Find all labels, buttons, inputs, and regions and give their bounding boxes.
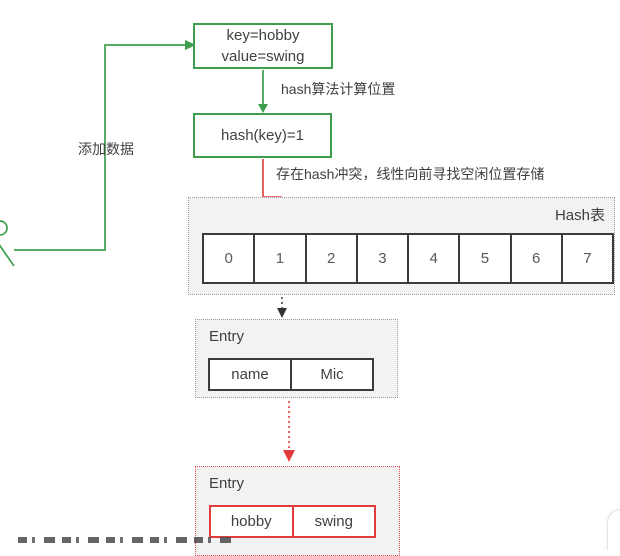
entry2-value: swing bbox=[314, 513, 353, 530]
conflict-label: 存在hash冲突，线性向前寻找空闲位置存储 bbox=[276, 166, 545, 182]
hash-algo-label: hash算法计算位置 bbox=[281, 81, 396, 97]
entry1-value: Mic bbox=[320, 366, 344, 383]
entry2-key: hobby bbox=[211, 507, 294, 536]
value-line: value=swing bbox=[221, 48, 305, 65]
key-line: key=hobby bbox=[226, 27, 300, 44]
hash-cell-1: 1 bbox=[255, 235, 307, 282]
entry1-to-entry2-arrow bbox=[283, 391, 295, 462]
actor-icon bbox=[0, 220, 15, 267]
entry1-key: name bbox=[210, 360, 292, 389]
hash-key-text: hash(key)=1 bbox=[221, 127, 304, 144]
entry1-panel: Entry name Mic bbox=[195, 319, 398, 398]
entry1-table: name Mic bbox=[208, 358, 374, 391]
hash-cell-3: 3 bbox=[358, 235, 409, 282]
cropped-glyphs-artifact bbox=[18, 537, 233, 543]
entry1-title: Entry bbox=[209, 328, 245, 345]
hash-table-panel: Hash表 0 1 2 3 4 5 6 7 bbox=[188, 197, 615, 295]
hash-cell-4: 4 bbox=[409, 235, 461, 282]
hash-calc-arrow bbox=[258, 70, 268, 113]
hash-table-title: Hash表 bbox=[554, 207, 605, 224]
entry2-title: Entry bbox=[209, 475, 245, 492]
hash-cell-0: 0 bbox=[204, 235, 256, 282]
hash-table-cells: 0 1 2 3 4 5 6 7 bbox=[202, 233, 614, 284]
key-value-node: key=hobby value=swing bbox=[193, 23, 333, 69]
entry2-table: hobby swing bbox=[209, 505, 376, 538]
add-data-label: 添加数据 bbox=[78, 141, 134, 157]
hash-cell-5: 5 bbox=[460, 235, 512, 282]
hash-key-node: hash(key)=1 bbox=[193, 113, 332, 158]
hash-cell-2: 2 bbox=[307, 235, 358, 282]
hash-cell-6: 6 bbox=[512, 235, 563, 282]
hash-cell-7: 7 bbox=[583, 250, 592, 267]
cropped-corner-card bbox=[607, 509, 620, 550]
